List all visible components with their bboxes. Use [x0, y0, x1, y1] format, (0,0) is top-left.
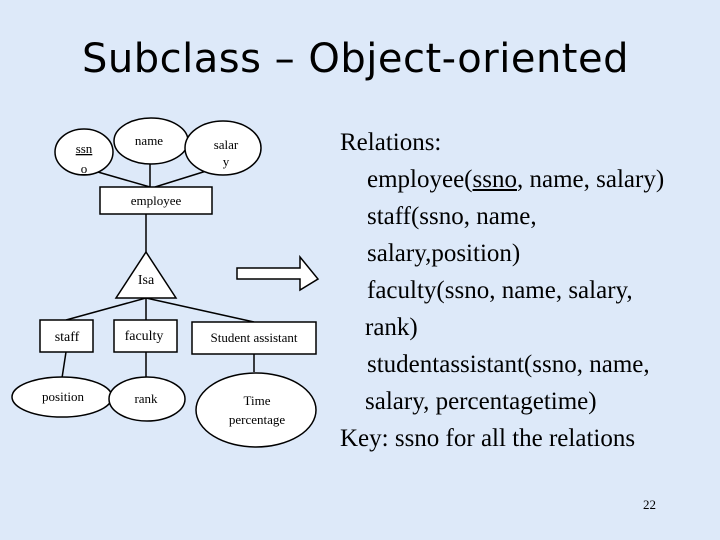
relation-faculty-line2: rank): [365, 314, 418, 341]
student-assistant-label: Student assistant: [210, 330, 297, 345]
ssno-label-part2: o: [81, 161, 88, 176]
faculty-rect: [113, 319, 178, 353]
position-label: position: [42, 389, 84, 404]
time-label: Time: [244, 393, 271, 408]
salary-label-part2: y: [223, 154, 230, 169]
relation-staff-line1: staff(ssno, name,: [367, 203, 537, 230]
employee-prefix: employee(: [367, 166, 473, 193]
line-isa-staff: [65, 297, 147, 321]
isa-triangle: [114, 250, 178, 299]
line-isa-student: [145, 297, 255, 323]
line-staff-position: [61, 351, 67, 379]
employee-key: ssno: [472, 166, 517, 193]
relation-student-line1: studentassistant(ssno, name,: [367, 351, 650, 378]
percentage-label: percentage: [229, 412, 286, 427]
time-percentage-ellipse: [195, 372, 317, 448]
student-assistant-rect: [191, 321, 317, 355]
relation-staff-line2: salary,position): [367, 240, 521, 267]
faculty-label: faculty: [125, 329, 164, 344]
salary-ellipse: [184, 120, 262, 176]
rank-ellipse: [108, 376, 186, 422]
salary-label-part1: salar: [214, 137, 239, 152]
relation-student-line2: salary, percentagetime): [365, 388, 597, 415]
relation-employee: employee(ssno, name, salary): [340, 161, 664, 198]
relations-list: Relations: employee(ssno, name, salary) …: [340, 124, 664, 457]
employee-rest: , name, salary): [516, 166, 665, 193]
relation-faculty-line1: faculty(ssno, name, salary,: [367, 277, 633, 304]
page-number: 22: [643, 497, 656, 512]
employee-label: employee: [131, 193, 182, 208]
key-line: Key: ssno for all the relations: [340, 425, 636, 452]
arrow-right-icon: [236, 254, 320, 292]
slide-title: Subclass – Object-oriented: [82, 36, 629, 82]
ssno-ellipse: [54, 128, 114, 176]
entity-shapes: [39, 186, 317, 355]
name-label: name: [135, 133, 163, 148]
ssno-label-part1: ssn: [76, 141, 93, 156]
relations-heading: Relations:: [340, 129, 442, 156]
employee-rect: [99, 186, 213, 215]
isa-label: Isa: [138, 273, 155, 288]
attribute-shapes: [11, 117, 317, 448]
staff-rect: [39, 319, 94, 353]
rank-label: rank: [134, 391, 158, 406]
staff-label: staff: [55, 330, 80, 345]
